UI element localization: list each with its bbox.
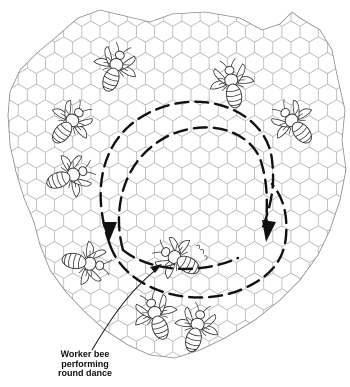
bee-icon — [38, 90, 103, 156]
dance-arrow-right — [262, 220, 276, 242]
caption-line-3: round dance — [40, 369, 130, 379]
worker-bee-4 — [38, 90, 103, 156]
worker-bee-2 — [206, 56, 258, 112]
worker-bee-1 — [86, 37, 144, 98]
worker-bee-3 — [261, 90, 326, 156]
arrowhead-icon — [262, 220, 276, 242]
arrowhead-icon — [102, 222, 117, 242]
dancing-bee-caption: Worker bee performing round dance — [40, 350, 130, 379]
bee-icon — [206, 56, 258, 112]
bee-icon — [261, 90, 326, 156]
dance-arrow-left — [102, 222, 117, 242]
bee-icon — [86, 37, 144, 98]
